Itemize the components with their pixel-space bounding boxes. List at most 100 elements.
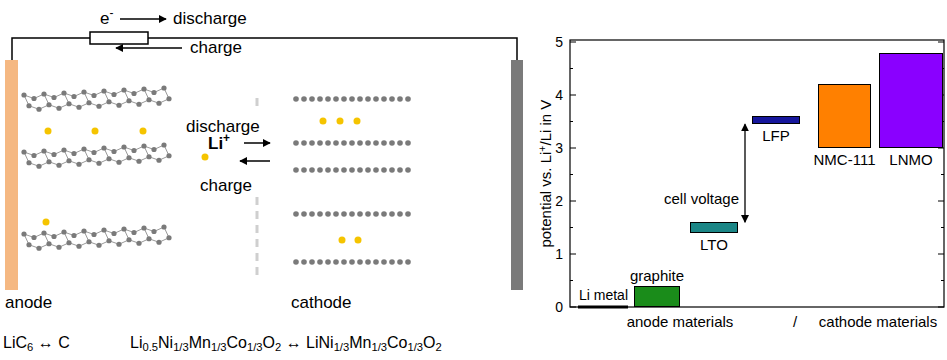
metal-oxide-atom <box>405 96 411 102</box>
cell-voltage-arrow <box>744 124 745 222</box>
metal-oxide-atom <box>349 140 355 146</box>
metal-oxide-atom <box>397 259 403 265</box>
metal-oxide-atom <box>381 140 387 146</box>
carbon-atom <box>96 243 101 248</box>
carbon-atom <box>136 241 141 246</box>
metal-oxide-atom <box>301 259 307 265</box>
carbon-atom <box>151 229 156 234</box>
metal-oxide-atom <box>373 96 379 102</box>
metal-oxide-atom <box>365 211 371 217</box>
axis-tick <box>570 42 576 43</box>
carbon-atom <box>106 156 111 161</box>
metal-oxide-atom <box>333 259 339 265</box>
metal-oxide-atom <box>357 211 363 217</box>
cathode-reaction: Li0.5Ni1/3Mn1/3Co1/3O2 ↔ LiNi1/3Mn1/3Co1… <box>130 334 442 352</box>
current-direction: charge <box>190 38 242 58</box>
carbon-atom <box>21 92 26 97</box>
carbon-atom <box>26 103 31 108</box>
metal-oxide-atom <box>309 259 315 265</box>
metal-oxide-atom <box>389 167 395 173</box>
carbon-atom <box>166 235 171 240</box>
axis-category: anode materials <box>627 313 734 330</box>
carbon-atom <box>101 88 106 93</box>
carbon-atom <box>161 85 166 90</box>
metal-oxide-atom <box>349 259 355 265</box>
external-wire <box>12 38 517 60</box>
carbon-atom <box>111 149 116 154</box>
cathode-electrode <box>511 60 523 290</box>
metal-oxide-atom <box>389 140 395 146</box>
carbon-atom <box>96 161 101 166</box>
metal-oxide-atom <box>317 96 323 102</box>
edge-label: cell voltage <box>664 190 739 207</box>
carbon-atom <box>76 162 81 167</box>
axis-tick <box>570 254 576 255</box>
metal-oxide-atom <box>301 211 307 217</box>
carbon-atom <box>91 93 96 98</box>
axis-tick <box>570 280 573 281</box>
axis-tick <box>938 42 944 43</box>
carbon-atom <box>161 224 166 229</box>
material-name: Li metal <box>579 287 628 303</box>
axis-tick <box>941 280 944 281</box>
carbon-atom <box>61 147 66 152</box>
tick-label: 5 <box>555 34 563 50</box>
carbon-atom <box>61 229 66 234</box>
axis-tick <box>570 95 576 96</box>
metal-oxide-atom <box>381 96 387 102</box>
lithium-ion <box>43 219 50 226</box>
carbon-atom <box>31 96 36 101</box>
carbon-atom <box>71 233 76 238</box>
carbon-atom <box>71 151 76 156</box>
carbon-atom <box>91 150 96 155</box>
metal-oxide-atom <box>349 211 355 217</box>
material-name: LNMO <box>889 151 932 168</box>
discharge-arrow <box>120 18 166 20</box>
carbon-atom <box>86 157 91 162</box>
tick-label: 1 <box>555 246 563 262</box>
carbon-atom <box>21 231 26 236</box>
carbon-atom <box>51 152 56 157</box>
metal-oxide-atom <box>341 211 347 217</box>
metal-oxide-atom <box>357 167 363 173</box>
carbon-atom <box>46 241 51 246</box>
metal-oxide-atom <box>365 167 371 173</box>
metal-oxide-atom <box>397 211 403 217</box>
axis-tick <box>570 148 576 149</box>
ion-label: Li+ <box>208 134 230 154</box>
metal-oxide-atom <box>341 167 347 173</box>
lithium-ion <box>92 128 99 135</box>
lithium-ion <box>320 118 327 125</box>
metal-oxide-atom <box>325 140 331 146</box>
carbon-atom <box>146 236 151 241</box>
metal-oxide-atom <box>309 96 315 102</box>
metal-oxide-atom <box>325 96 331 102</box>
carbon-atom <box>136 159 141 164</box>
metal-oxide-atom <box>365 140 371 146</box>
material-bar: LTO <box>690 222 738 233</box>
metal-oxide-atom <box>397 167 403 173</box>
carbon-atom <box>146 97 151 102</box>
material-name: LFP <box>762 127 790 144</box>
metal-oxide-atom <box>325 259 331 265</box>
axis-tick <box>570 121 573 122</box>
metal-oxide-atom <box>397 96 403 102</box>
carbon-atom <box>56 245 61 250</box>
current-direction: discharge <box>173 9 247 29</box>
metal-oxide-atom <box>317 259 323 265</box>
metal-oxide-atom <box>309 167 315 173</box>
metal-oxide-atom <box>301 96 307 102</box>
separator <box>256 98 259 112</box>
material-bar: LNMO <box>879 53 943 148</box>
charge-arrow <box>116 47 182 49</box>
resistor-symbol <box>90 32 148 44</box>
carbon-atom <box>61 90 66 95</box>
carbon-atom <box>141 86 146 91</box>
carbon-atom <box>51 234 56 239</box>
metal-oxide-atom <box>333 211 339 217</box>
axis-tick <box>941 174 944 175</box>
axis-tick <box>570 174 573 175</box>
carbon-atom <box>21 149 26 154</box>
carbon-atom <box>121 144 126 149</box>
